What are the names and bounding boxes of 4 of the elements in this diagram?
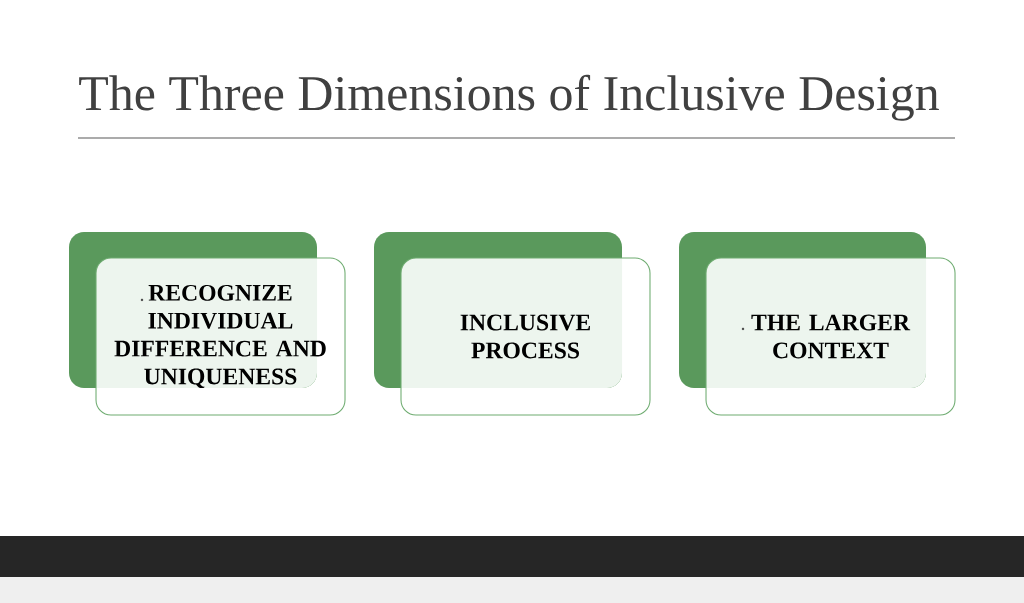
title: The Three Dimensions of Inclusive Design	[79, 74, 939, 121]
text-card: THE LARGER CONTEXT	[705, 257, 956, 416]
text-card: INCLUSIVE PROCESS	[400, 257, 651, 416]
text-card: RECOGNIZE INDIVIDUAL DIFFERENCE AND UNIQUENESS	[95, 257, 346, 416]
